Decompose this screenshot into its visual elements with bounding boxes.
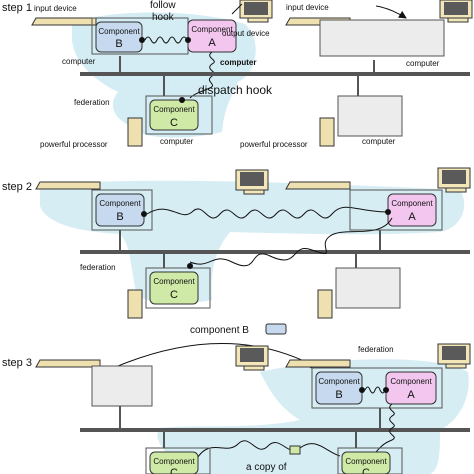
powerful-processor-label: powerful processor bbox=[40, 140, 108, 149]
component-c: Component C bbox=[149, 97, 199, 131]
component-a: Component A bbox=[385, 193, 437, 227]
monitor-icon bbox=[439, 0, 473, 23]
component-word: Component bbox=[99, 199, 141, 208]
keyboard-icon bbox=[285, 359, 351, 368]
component-letter: C bbox=[170, 289, 178, 301]
step-label: step 2 bbox=[2, 181, 32, 193]
output-device-label: output device bbox=[222, 29, 270, 38]
component-letter: C bbox=[362, 467, 370, 474]
component-b-moving-label: component B bbox=[190, 325, 249, 336]
component-word: Component bbox=[391, 199, 433, 208]
tower-icon bbox=[127, 289, 143, 319]
input-device-label: input device bbox=[286, 3, 329, 12]
component-word: Component bbox=[390, 377, 432, 386]
component-letter: B bbox=[335, 389, 342, 401]
federation-label: federation bbox=[80, 263, 116, 272]
component-letter: A bbox=[208, 37, 216, 49]
step-3-panel: step 3 component B federation Component … bbox=[2, 323, 471, 474]
monitor-icon bbox=[235, 345, 269, 371]
monitor-icon bbox=[437, 343, 471, 369]
component-word: Component bbox=[98, 27, 140, 36]
component-letter: B bbox=[116, 211, 123, 223]
keyboard-icon bbox=[31, 17, 97, 26]
monitor-icon bbox=[239, 0, 273, 23]
computer-box bbox=[349, 189, 443, 231]
component-word: Component bbox=[318, 377, 360, 386]
moving-component-icon bbox=[289, 445, 301, 455]
follow-hook-label-1: follow bbox=[150, 0, 176, 11]
blank-computer-box bbox=[337, 95, 403, 137]
follow-hook-label-2: hook bbox=[152, 12, 175, 23]
follow-hook-coil bbox=[146, 206, 389, 219]
component-letter: C bbox=[170, 117, 178, 129]
follow-hook-coil bbox=[144, 36, 188, 44]
dispatch-hook-coil bbox=[189, 217, 393, 267]
tower-icon bbox=[319, 117, 335, 147]
component-b: Component B bbox=[95, 21, 145, 53]
federation-label: federation bbox=[74, 98, 110, 107]
computer-bold-label: computer bbox=[220, 58, 256, 67]
computer-label: computer bbox=[362, 137, 396, 146]
step-label: step 3 bbox=[2, 357, 32, 369]
monitor-icon bbox=[437, 167, 471, 193]
dispatch-hook-label: dispatch hook bbox=[198, 83, 273, 97]
component-word: Component bbox=[153, 277, 195, 286]
component-word: Component bbox=[191, 25, 233, 34]
computer-label: computer bbox=[62, 57, 96, 66]
computer-label: computer bbox=[406, 59, 440, 68]
dispatch-hook-coil bbox=[375, 403, 395, 453]
component-letter: A bbox=[408, 211, 416, 223]
blank-computer-box bbox=[319, 19, 445, 57]
component-c: Component C bbox=[149, 263, 199, 305]
blank-computer-box bbox=[91, 365, 153, 407]
component-letter: C bbox=[170, 467, 178, 474]
component-a: Component A bbox=[185, 19, 237, 53]
component-letter: A bbox=[407, 389, 415, 401]
step-1-panel: step 1 input device Component B follow h… bbox=[2, 0, 473, 149]
keyboard-icon bbox=[35, 359, 101, 368]
keyboard-icon bbox=[285, 181, 351, 190]
computer-box bbox=[145, 447, 211, 474]
computer-box bbox=[145, 95, 213, 135]
computer-box bbox=[311, 367, 443, 409]
input-device-label: input device bbox=[34, 4, 77, 13]
component-b: Component B bbox=[315, 371, 365, 405]
step-2-panel: step 2 Component B Component A bbox=[2, 167, 471, 319]
blank-computer-box bbox=[335, 267, 401, 309]
tower-icon bbox=[127, 117, 143, 147]
component-letter: B bbox=[115, 38, 122, 50]
federation-label: federation bbox=[358, 345, 394, 354]
a-copy-of-label: a copy of bbox=[246, 462, 287, 473]
computer-box bbox=[91, 189, 153, 231]
keyboard-icon bbox=[35, 181, 101, 190]
component-c: Component C bbox=[149, 451, 199, 474]
monitor-icon bbox=[235, 169, 269, 195]
component-word: Component bbox=[345, 457, 387, 466]
computer-label: computer bbox=[160, 137, 194, 146]
component-word: Component bbox=[153, 457, 195, 466]
component-b: Component B bbox=[95, 193, 147, 227]
component-word: Component bbox=[153, 105, 195, 114]
powerful-processor-label: powerful processor bbox=[240, 140, 308, 149]
moving-component-icon bbox=[265, 323, 287, 335]
step-label: step 1 bbox=[2, 2, 32, 14]
computer-box bbox=[145, 267, 211, 309]
follow-hook-coil bbox=[364, 386, 386, 394]
computer-box bbox=[337, 447, 403, 474]
tower-icon bbox=[317, 289, 333, 319]
component-c-copy: Component C bbox=[341, 451, 391, 474]
component-a: Component A bbox=[383, 371, 437, 405]
dispatch-hook-coil bbox=[195, 440, 341, 461]
